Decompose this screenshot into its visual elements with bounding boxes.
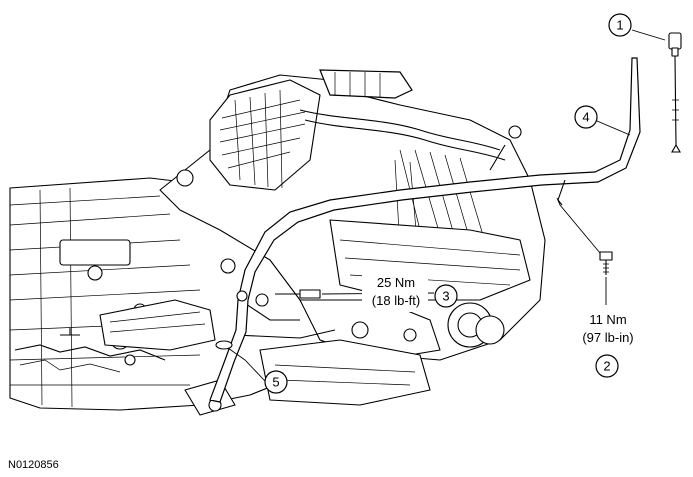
callout-5-label: 5: [272, 375, 279, 390]
o-ring-item-5: [215, 340, 233, 350]
torque-spec-2: 11 Nm (97 lb-in): [575, 308, 641, 348]
torque-spec-2-imperial: (97 lb-in): [582, 330, 633, 345]
figure-id: N0120856: [8, 459, 59, 471]
bolt-item-3: [275, 289, 321, 299]
callout-2: 2: [595, 354, 619, 378]
dipstick: [668, 32, 682, 153]
callout-3-label: 3: [442, 289, 449, 304]
callout-2-label: 2: [603, 359, 610, 374]
callout-4-label: 4: [582, 110, 589, 125]
callout-4: 4: [574, 105, 598, 129]
dipstick-tube: [209, 57, 641, 403]
torque-spec-2-metric: 11 Nm: [589, 312, 626, 327]
torque-spec-3-metric: 25 Nm: [377, 275, 415, 290]
torque-spec-3: 25 Nm (18 lb-ft): [362, 270, 428, 312]
callout-5: 5: [264, 370, 288, 394]
bolt-item-2: [599, 251, 613, 275]
callout-1: 1: [608, 13, 632, 37]
callout-3: 3: [434, 284, 458, 308]
torque-spec-3-imperial: (18 lb-ft): [372, 293, 420, 308]
callout-1-label: 1: [616, 18, 623, 33]
